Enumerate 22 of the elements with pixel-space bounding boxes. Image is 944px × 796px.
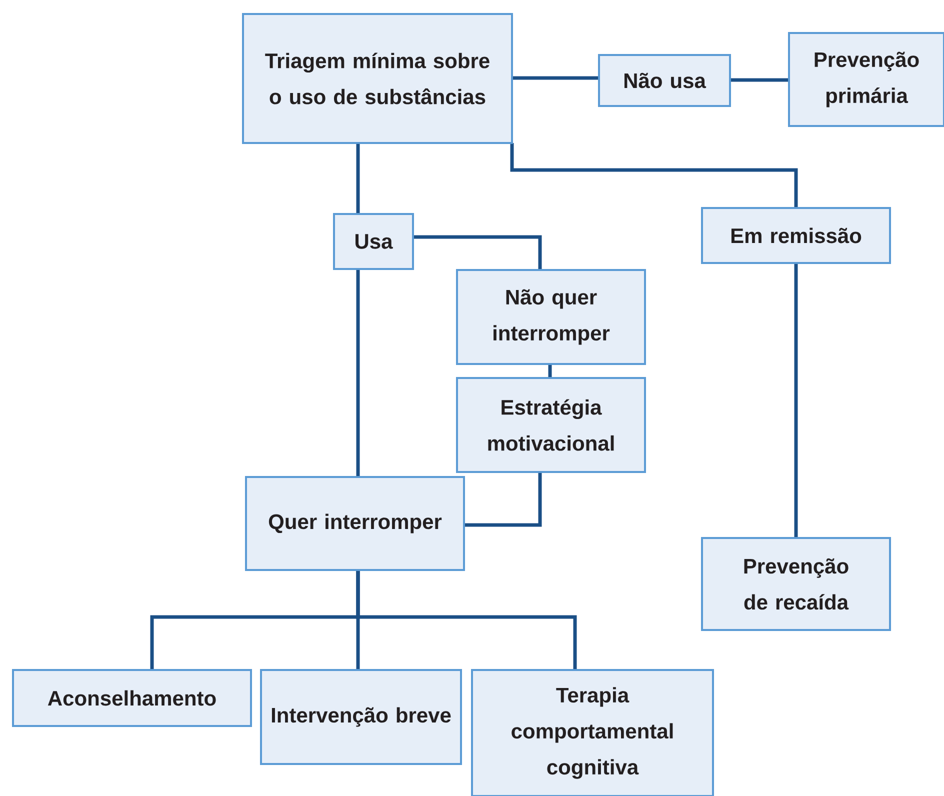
process-box: Aconselhamento [12, 669, 252, 727]
connector-line [512, 76, 599, 80]
process-box: Intervenção breve [260, 669, 462, 765]
process-box: Triagem mínima sobre o uso de substâncias [242, 13, 513, 144]
process-box: Terapia comportamental cognitiva [471, 669, 714, 796]
process-box: Não usa [598, 54, 731, 107]
connector-line [356, 269, 360, 477]
process-box: Em remissão [701, 207, 891, 264]
process-box: Quer interromper [245, 476, 465, 571]
connector-line [356, 143, 360, 214]
connector-line [794, 263, 798, 538]
process-box: Usa [333, 213, 414, 270]
process-box: Não quer interromper [456, 269, 646, 365]
connector-line [548, 364, 552, 378]
connector-line [413, 235, 542, 270]
connector-line [510, 143, 798, 208]
process-box: Prevenção de recaída [701, 537, 891, 631]
process-box: Prevenção primária [788, 32, 944, 127]
connector-line [730, 78, 789, 82]
connector-line [464, 472, 542, 527]
connector-line [356, 570, 577, 670]
process-box: Estratégia motivacional [456, 377, 646, 473]
